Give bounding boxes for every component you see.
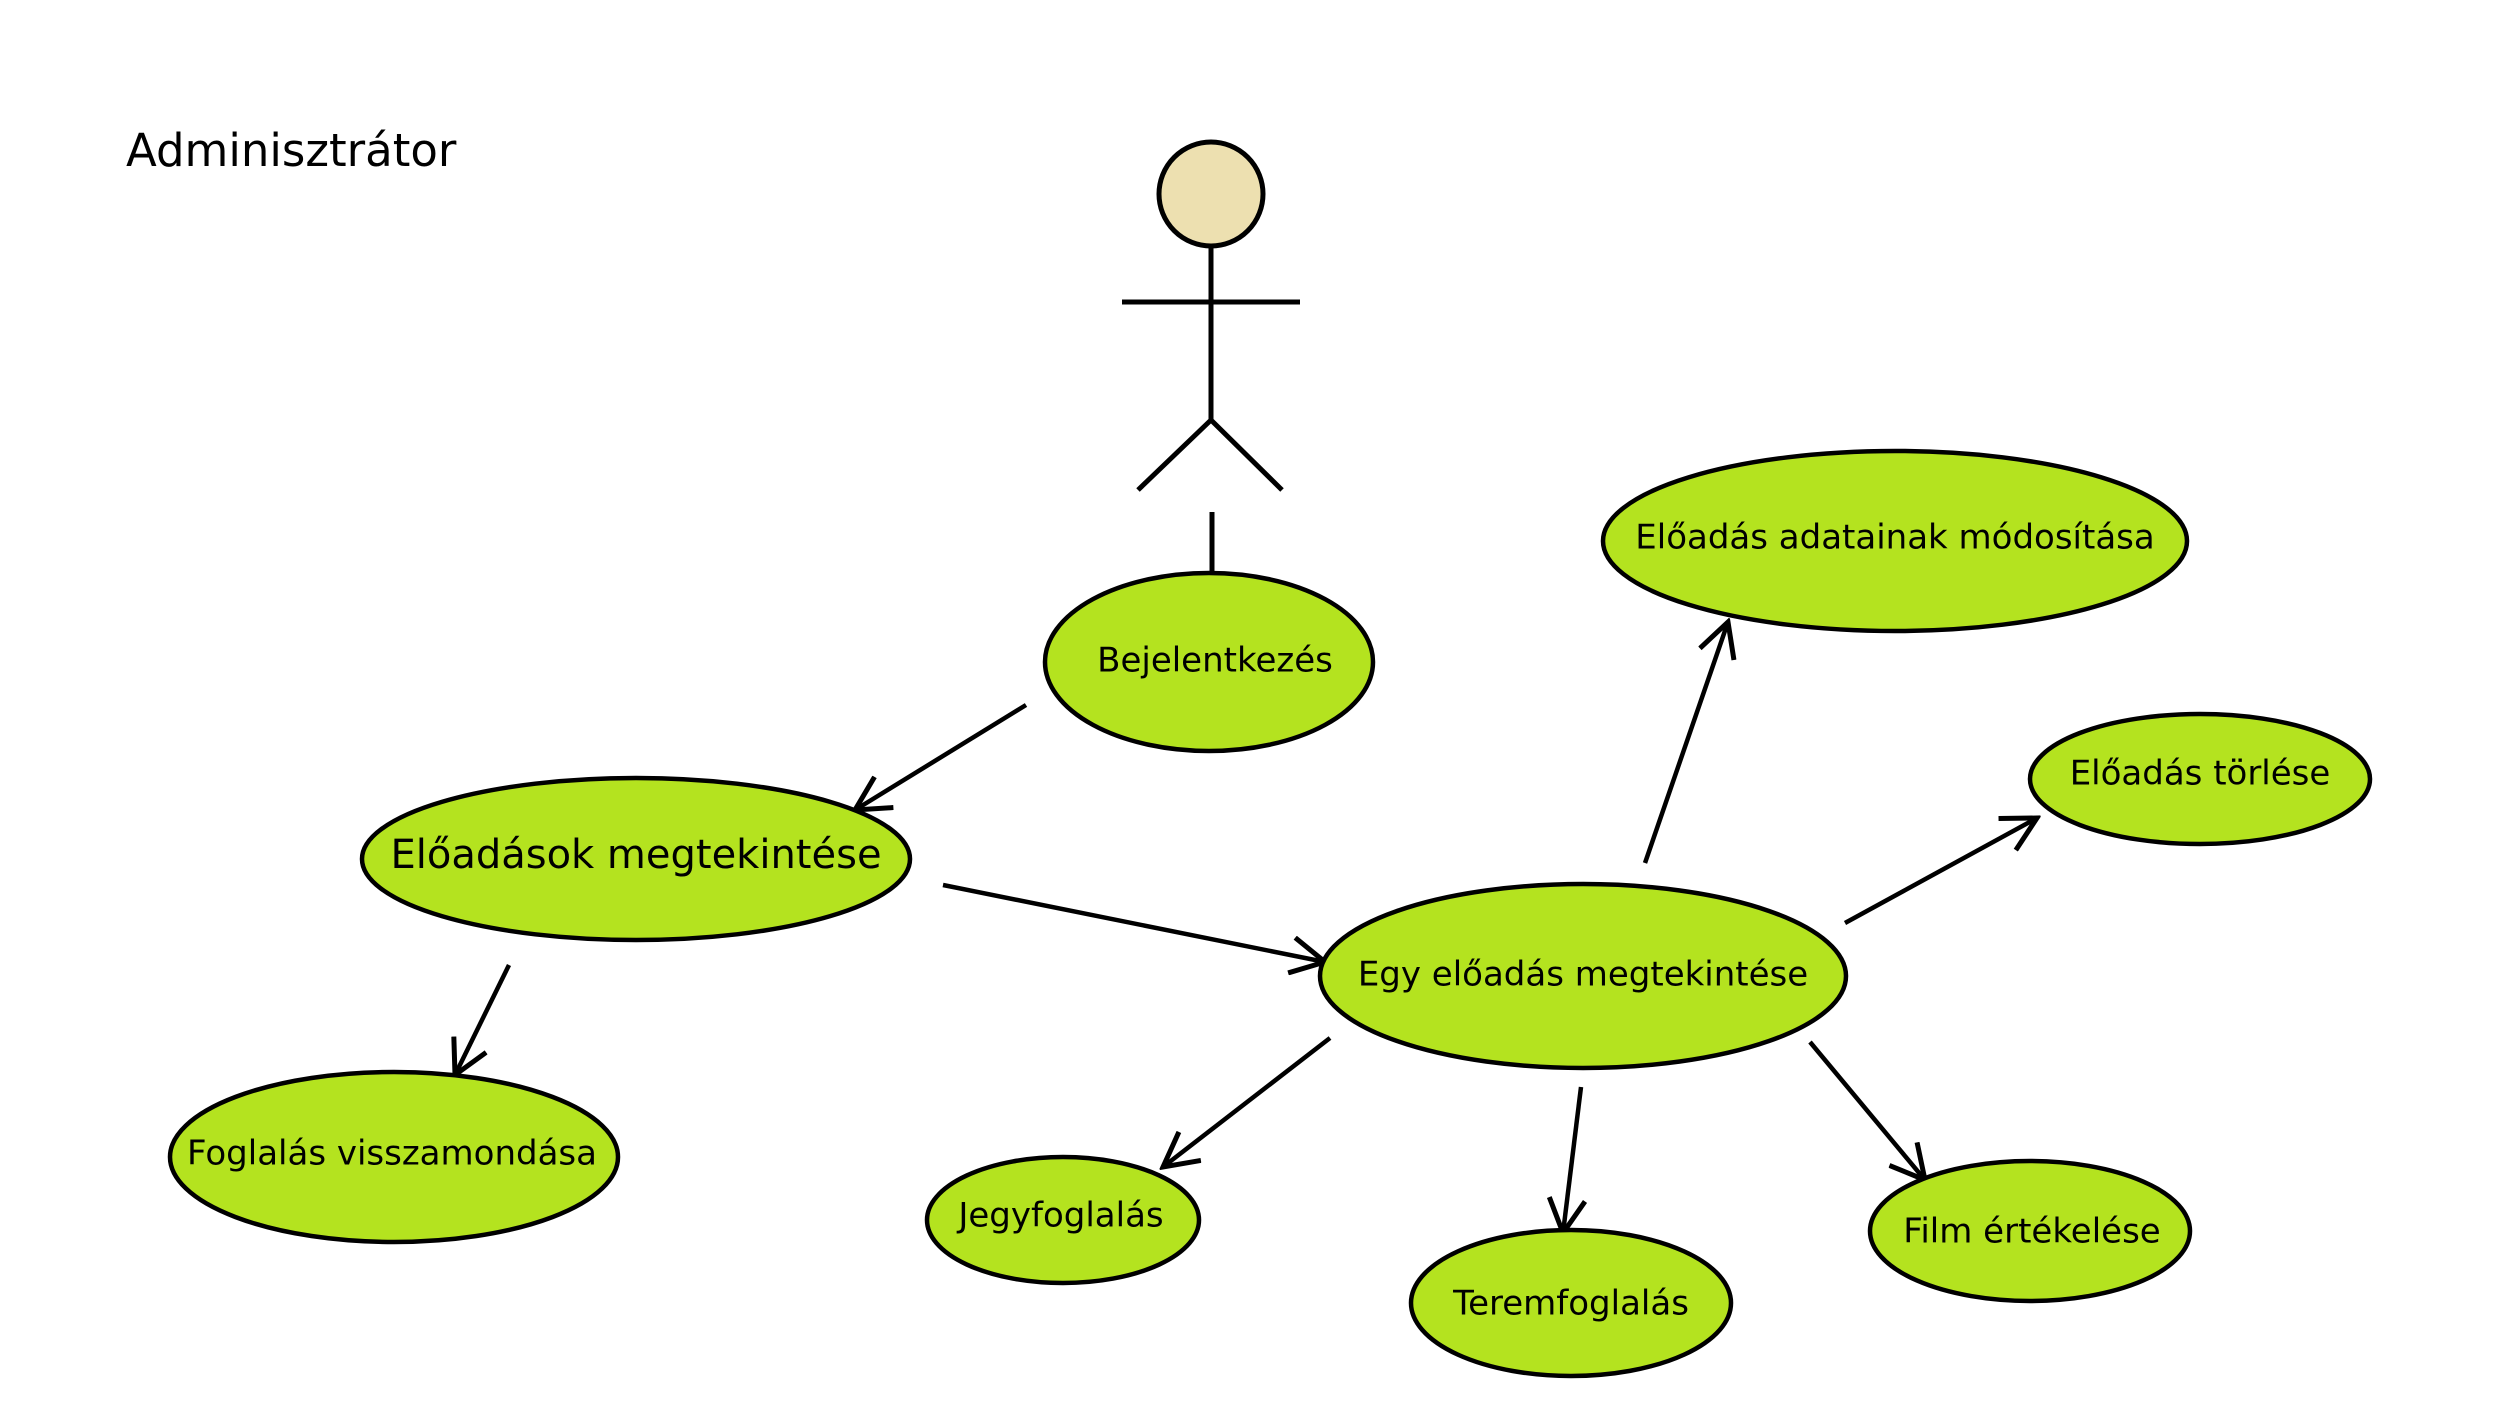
use-case-rate-film-label: Film értékelése bbox=[1903, 1212, 2160, 1252]
use-case-cancel-booking-label: Foglalás visszamondása bbox=[187, 1134, 597, 1174]
actor-left-leg bbox=[1136, 418, 1213, 492]
use-case-rate-film: Film értékelése bbox=[1867, 1158, 2193, 1304]
use-case-login: Bejelentkezés bbox=[1042, 570, 1376, 754]
arrow-view-one-to-modify bbox=[1642, 622, 1728, 864]
use-case-modify: Előadás adatainak módosítása bbox=[1600, 448, 2190, 634]
use-case-view-one: Egy előadás megtekintése bbox=[1317, 881, 1849, 1071]
actor-right-leg bbox=[1209, 418, 1284, 492]
actor-head bbox=[1156, 139, 1266, 249]
use-case-delete: Előadás törlése bbox=[2027, 711, 2373, 847]
arrow-performances-to-view-one bbox=[942, 882, 1325, 962]
use-case-modify-label: Előadás adatainak módosítása bbox=[1635, 518, 2154, 558]
use-case-ticket-booking: Jegyfoglalás bbox=[924, 1154, 1202, 1286]
actor-figure bbox=[1122, 139, 1300, 572]
arrow-view-one-to-rate bbox=[1808, 1040, 1925, 1180]
use-case-login-label: Bejelentkezés bbox=[1097, 641, 1333, 681]
use-case-view-one-label: Egy előadás megtekintése bbox=[1358, 955, 1808, 995]
use-case-room-booking-label: Teremfoglalás bbox=[1452, 1284, 1689, 1324]
arrow-login-to-performances bbox=[855, 703, 1028, 810]
arrow-view-one-to-room bbox=[1563, 1086, 1581, 1233]
use-case-view-performances-label: Előadások megtekintése bbox=[390, 832, 881, 878]
use-case-ticket-booking-label: Jegyfoglalás bbox=[956, 1196, 1163, 1236]
connectors bbox=[455, 622, 2037, 1233]
use-case-cancel-booking: Foglalás visszamondása bbox=[167, 1069, 621, 1245]
arrow-view-one-to-ticket bbox=[1163, 1036, 1332, 1167]
use-case-room-booking: Teremfoglalás bbox=[1408, 1227, 1734, 1379]
use-case-delete-label: Előadás törlése bbox=[2070, 754, 2331, 794]
actor-name: Adminisztrátor bbox=[126, 124, 457, 177]
use-case-view-performances: Előadások megtekintése bbox=[359, 775, 913, 943]
arrow-view-one-to-delete bbox=[1843, 818, 2037, 925]
arrow-performances-to-cancel bbox=[455, 964, 512, 1075]
